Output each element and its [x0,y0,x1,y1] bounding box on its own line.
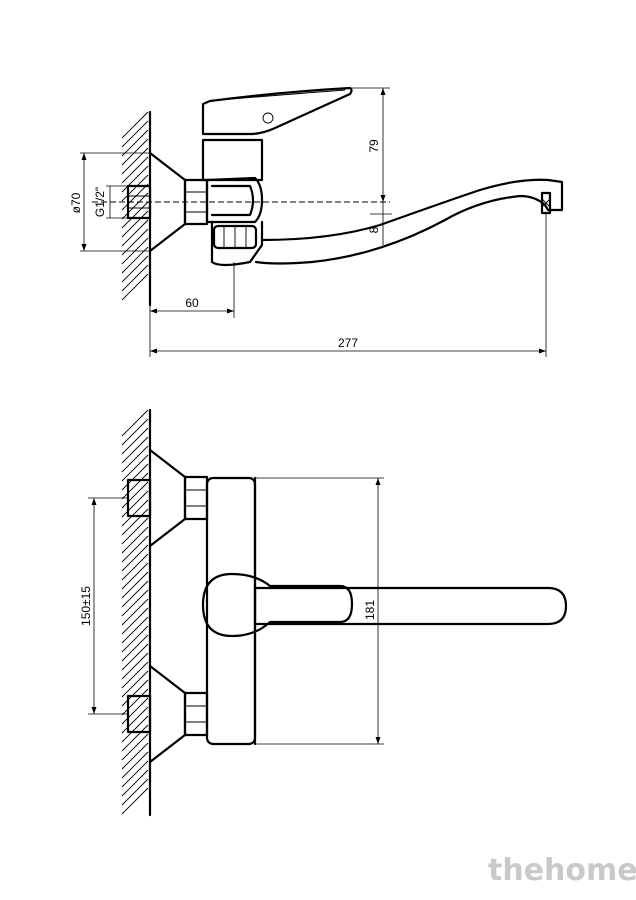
dim-79-label: 79 [367,139,381,153]
wall-top-view [121,408,152,817]
hatch-line [121,120,149,148]
hatch-line [121,580,149,608]
hatch-line [121,264,149,292]
dimension-center-distance: 150±15 [79,497,128,715]
hatch-line [121,715,149,743]
hatch-line [121,724,149,752]
hatch-line [121,463,149,491]
hatch-line [121,607,149,635]
hatch-line [121,147,149,175]
watermark: thehome [488,853,636,888]
hatch-line [121,138,149,166]
dimension-diameter-70: ø70 [69,152,150,252]
lower-connector [126,664,209,764]
hatch-line [121,562,149,590]
hatch-line [121,273,149,301]
spout-top [253,586,568,626]
dim-d70-label: ø70 [69,192,83,213]
hatch-line [121,165,149,193]
dim-181-label: 181 [363,600,377,620]
hatch-line [121,156,149,184]
hatch-line [121,481,149,509]
dimension-width-181: 181 [255,477,384,745]
mixer-body-side [201,138,264,267]
dim-8-label: 8 [367,226,381,233]
dimension-thread: G1/2" [93,185,128,219]
hatch-line [121,589,149,617]
hatch-line [121,535,149,563]
hatch-line [121,409,149,437]
hatch-line [121,643,149,671]
hatch-line [121,670,149,698]
hatch-line [121,255,149,283]
hatch-line [121,201,149,229]
hatch-line [121,210,149,238]
hatch-line [121,508,149,536]
hatch-line [121,526,149,554]
dimension-offset-8: 8 [367,202,392,245]
hatch-line [121,571,149,599]
hatch-line [121,598,149,626]
hatch-line [121,769,149,797]
dim-150-label: 150±15 [79,586,93,626]
hatch-line [121,616,149,644]
hatch-line [121,499,149,527]
hatch-line [121,192,149,220]
hatch-line [121,778,149,806]
lever-handle-top[interactable] [201,572,354,638]
dimension-277: 277 [149,214,547,357]
dimension-height-79: 79 [350,87,390,202]
hatch-line [121,445,149,473]
hatch-line [121,427,149,455]
hatch-line [121,679,149,707]
hatch-line [121,490,149,518]
dim-277-label: 277 [338,336,358,350]
hatch-line [121,787,149,815]
hatch-line [121,544,149,572]
dimension-60: 60 [149,262,235,318]
upper-connector [126,448,209,548]
hatch-line [121,472,149,500]
hatch-line [121,111,149,139]
hatch-line [121,733,149,761]
hatch-line [121,454,149,482]
dim-60-label: 60 [185,296,199,310]
hatch-line [121,634,149,662]
hatch-line [121,688,149,716]
hatch-line [121,706,149,734]
spout-side [254,178,564,265]
side-view: 79 8 ø70 G1/2" 60 [69,86,564,357]
hatch-line [121,436,149,464]
mixer-body-top [205,476,257,746]
hatch-line [121,742,149,770]
hatch-line [121,219,149,247]
hatch-line [121,418,149,446]
hatch-line [121,553,149,581]
hatch-line [121,697,149,725]
lever-handle[interactable] [201,86,353,136]
diverter-ring [212,224,258,250]
hatch-line [121,183,149,211]
top-view: 150±15 181 [79,408,568,817]
hatch-line [121,661,149,689]
hatch-line [121,129,149,157]
wall-side-view [121,110,152,307]
hatch-line [121,751,149,779]
hatch-line [121,625,149,653]
hatch-line [121,652,149,680]
hatch-line [121,517,149,545]
hatch-line [121,760,149,788]
hatch-line [121,174,149,202]
dim-thread-label: G1/2" [93,187,107,217]
